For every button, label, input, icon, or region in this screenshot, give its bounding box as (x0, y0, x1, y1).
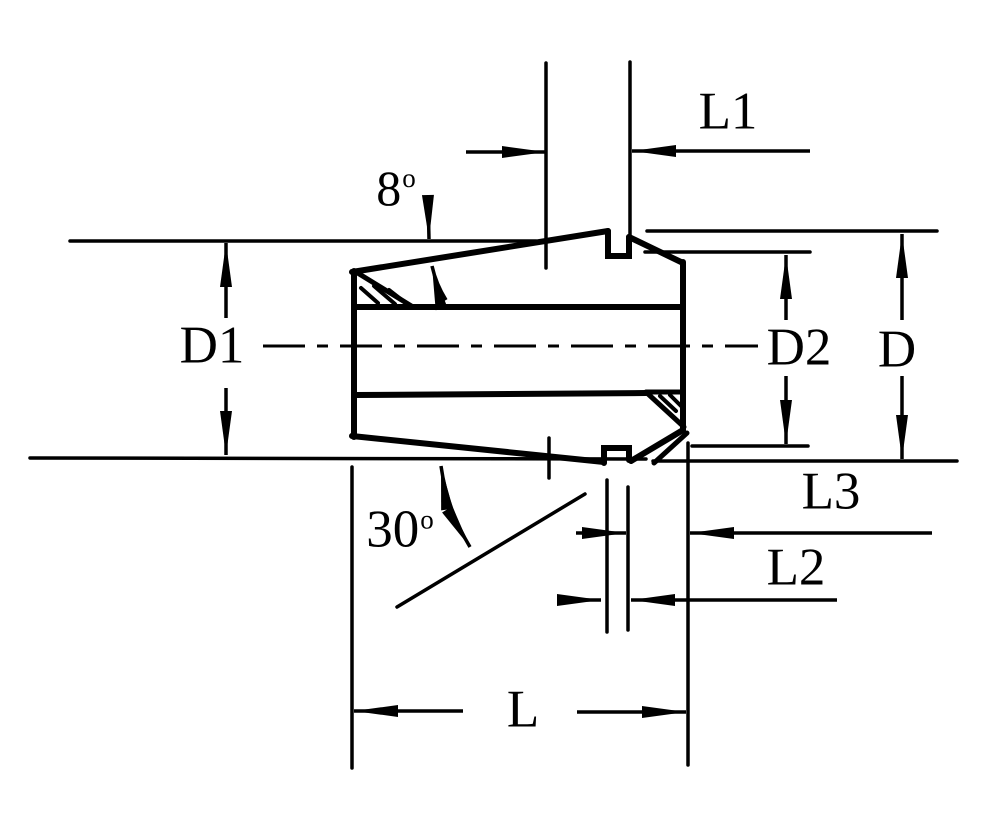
section-hatch-front (353, 269, 416, 310)
angle-8-leaders (421, 194, 448, 311)
dim-l-arrows (354, 705, 686, 718)
dimension-arrows (220, 145, 932, 718)
dim-label-l2: L2 (766, 538, 826, 597)
angle-label-8deg: 8o (376, 163, 416, 213)
dim-label-l1: L1 (698, 82, 758, 141)
dim-l1-arrows (466, 145, 810, 158)
angle-label-30deg: 30o (366, 500, 434, 559)
dim-label-d: D (877, 320, 917, 379)
dim-label-l: L (506, 680, 540, 739)
dim-label-d1: D1 (179, 316, 245, 375)
dim-label-l3: L3 (801, 462, 861, 521)
angle-30-value: 30 (366, 500, 420, 559)
angle-30-leader (439, 465, 472, 548)
angle-8-degree-mark: o (402, 163, 416, 193)
extension-lines (28, 60, 959, 770)
angle-30-degree-mark: o (420, 504, 434, 535)
section-hatch-back (643, 389, 690, 466)
angle-8-value: 8 (376, 160, 402, 216)
dim-label-d2: D2 (766, 318, 832, 377)
